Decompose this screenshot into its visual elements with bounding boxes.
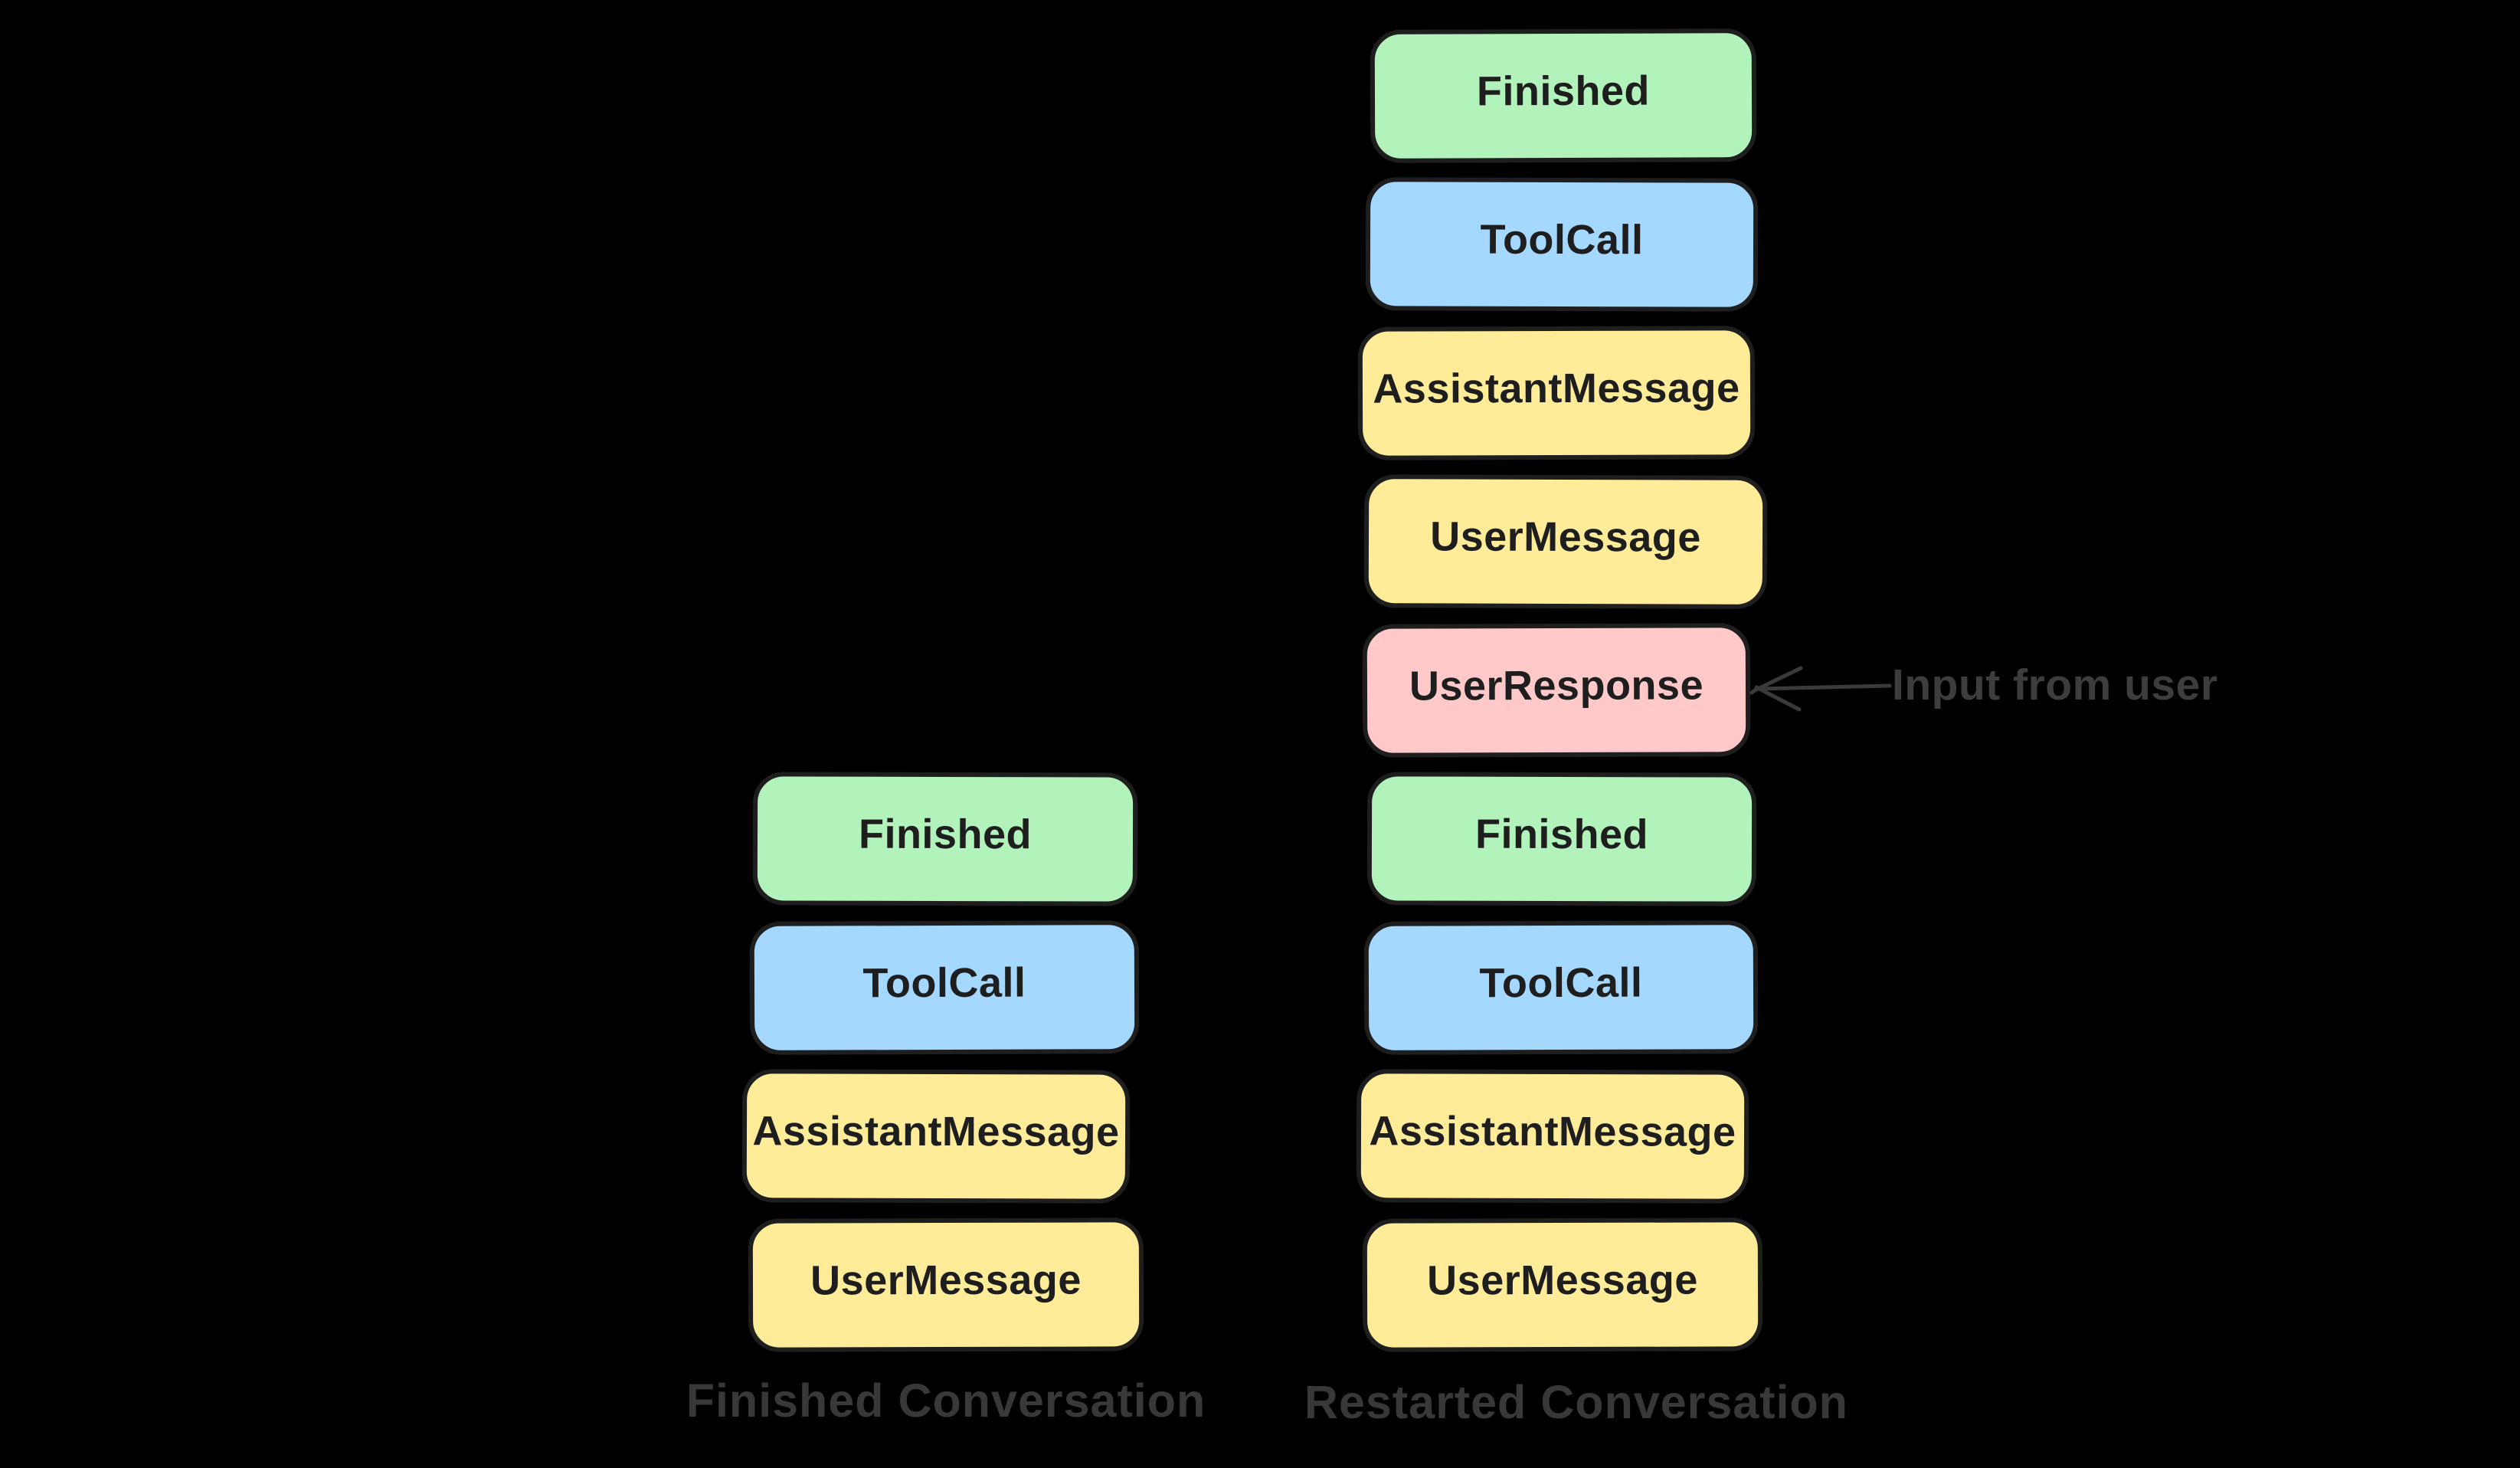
node-label: AssistantMessage — [752, 1108, 1120, 1155]
node-assistantmessage: AssistantMessage — [1356, 1069, 1749, 1204]
node-finished: Finished — [752, 772, 1138, 906]
node-label: UserResponse — [1409, 662, 1704, 709]
node-assistantmessage: AssistantMessage — [1357, 326, 1756, 460]
caption-finished-conversation: Finished Conversation — [686, 1375, 1206, 1427]
node-usermessage: UserMessage — [1363, 474, 1768, 609]
node-assistantmessage: AssistantMessage — [741, 1069, 1131, 1204]
node-label: UserMessage — [810, 1257, 1082, 1304]
node-label: Finished — [1476, 67, 1651, 115]
node-label: AssistantMessage — [1369, 1108, 1736, 1155]
node-userresponse: UserResponse — [1362, 623, 1751, 758]
left-arrow-icon — [1749, 666, 1892, 712]
node-usermessage: UserMessage — [748, 1217, 1144, 1352]
node-label: ToolCall — [1480, 216, 1644, 264]
node-toolcall: ToolCall — [749, 920, 1140, 1055]
node-label: Finished — [858, 811, 1033, 858]
node-toolcall: ToolCall — [1365, 177, 1759, 312]
node-finished: Finished — [1366, 772, 1757, 906]
annotation-input-from-user: Input from user — [1892, 660, 2218, 709]
node-label: Finished — [1474, 811, 1649, 858]
node-label: AssistantMessage — [1373, 365, 1740, 412]
node-label: ToolCall — [862, 959, 1026, 1007]
node-toolcall: ToolCall — [1363, 920, 1759, 1055]
caption-restarted-conversation: Restarted Conversation — [1304, 1376, 1849, 1428]
node-label: ToolCall — [1479, 959, 1643, 1007]
node-label: UserMessage — [1427, 1257, 1698, 1304]
node-usermessage: UserMessage — [1362, 1217, 1763, 1352]
node-label: UserMessage — [1430, 513, 1701, 561]
node-finished: Finished — [1370, 28, 1757, 163]
